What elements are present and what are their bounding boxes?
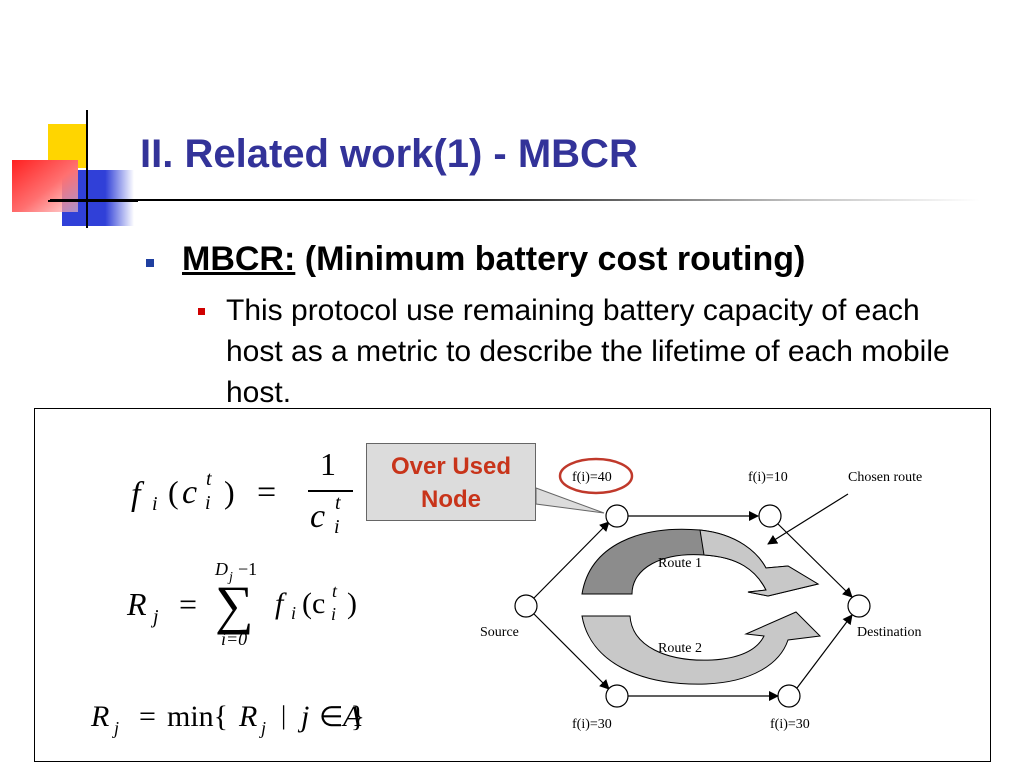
- formula-sum-term-open: (c: [302, 587, 325, 620]
- node-bottom-right: [777, 684, 801, 708]
- formula-paren-open: (: [168, 474, 179, 510]
- title-underline: [50, 199, 980, 201]
- formula-sum-symbol: ∑: [215, 575, 254, 635]
- edge-top-right-destination: [777, 523, 853, 598]
- red-square-icon: [198, 308, 205, 315]
- formula-paren-close: ): [224, 474, 235, 510]
- formula-min-A: A: [341, 700, 362, 733]
- formula-sum-upper: D: [214, 559, 228, 579]
- node-bottom-left: [605, 684, 629, 708]
- route2-arrow-shape: [581, 611, 822, 685]
- bullet-protocol-description: This protocol use remaining battery capa…: [226, 294, 950, 409]
- label-top-right-cost: f(i)=10: [748, 470, 788, 485]
- formula-min-R-sub: j: [112, 718, 119, 738]
- formula-min-min: min{: [167, 700, 228, 733]
- red-square-decoration: [12, 160, 78, 212]
- formula-route-R-sub: j: [150, 606, 159, 628]
- formula-route-cost: R j = D j −1 ∑ i=0 f i (c t i ): [126, 559, 357, 649]
- bullet-mbcr: MBCR: (Minimum battery cost routing): [182, 240, 805, 279]
- edge-source-top-left: [533, 521, 610, 599]
- formula-sum-term-f: f: [275, 587, 287, 620]
- formula-min-inner-R-sub: j: [259, 718, 266, 738]
- node-source: [514, 594, 538, 618]
- formula-f: f: [131, 476, 145, 513]
- formula-denominator-sup: t: [335, 492, 341, 514]
- label-route1: Route 1: [658, 556, 702, 571]
- formula-min-equals: =: [139, 700, 156, 733]
- formula-equals: =: [257, 474, 276, 511]
- edge-source-bottom-left: [533, 613, 610, 690]
- node-destination: [847, 594, 871, 618]
- over-used-callout-line1: Over Used: [390, 453, 512, 480]
- formula-sum-upper-rest: −1: [238, 559, 257, 579]
- formula-sum-term-sub: i: [291, 603, 296, 623]
- formula-denominator-c: c: [310, 498, 325, 535]
- vertical-rule-decoration: [86, 110, 88, 228]
- page-title: II. Related work(1) - MBCR: [140, 132, 638, 176]
- chosen-route-pointer: [767, 493, 849, 545]
- routing-diagram: f(i)=40 f(i)=10 Chosen route Source Dest…: [480, 457, 922, 732]
- formula-c: c: [182, 474, 197, 511]
- label-chosen-route: Chosen route: [848, 470, 922, 485]
- node-top-right: [758, 504, 782, 528]
- formula-route-selection: R j = min{ R j | j ∈ A }: [90, 700, 365, 738]
- formula-panel: f i ( c t i ) = 1 c t i R j = D j −1 ∑ i…: [90, 446, 365, 738]
- formula-min-j: j: [297, 700, 309, 733]
- bullet-mbcr-definition: (Minimum battery cost routing): [295, 240, 806, 278]
- formula-min-close: }: [351, 700, 365, 733]
- edge-bottom-right-destination: [796, 614, 853, 689]
- formula-min-inner-R: R: [238, 700, 257, 733]
- node-top-left: [605, 504, 629, 528]
- formula-sum-term-ci: i: [331, 604, 336, 624]
- label-bottom-right-cost: f(i)=30: [770, 717, 810, 732]
- formula-route-R: R: [126, 586, 147, 622]
- formula-min-bar: |: [281, 701, 286, 730]
- label-source: Source: [480, 625, 519, 640]
- callout-pointer: [535, 487, 605, 514]
- formula-sum-lower: i=0: [221, 629, 247, 649]
- blue-square-icon: [146, 259, 154, 267]
- formula-c-sup: t: [206, 468, 212, 490]
- formula-cost-function: f i ( c t i ) = 1 c t i: [131, 446, 353, 538]
- over-used-callout-text: Over Used Node: [366, 450, 536, 516]
- formula-min-R: R: [90, 700, 109, 733]
- horizontal-rule-decoration-short: [48, 200, 138, 202]
- formula-route-equals: =: [179, 586, 197, 622]
- over-used-callout-box: [366, 443, 536, 521]
- formula-sum-term-close: ): [347, 587, 357, 620]
- formula-c-sub: i: [205, 492, 211, 514]
- formula-numerator: 1: [320, 446, 336, 482]
- over-used-highlight-oval: [558, 457, 634, 495]
- label-route2: Route 2: [658, 641, 702, 656]
- bullet-mbcr-term: MBCR:: [182, 240, 296, 278]
- route1-arrow-light: [699, 529, 820, 597]
- formula-sum-term-sup: t: [332, 581, 338, 601]
- formula-f-sub: i: [152, 493, 158, 515]
- formula-sum-upper-sub: j: [227, 570, 233, 585]
- formula-denominator-sub: i: [334, 516, 340, 538]
- label-bottom-left-cost: f(i)=30: [572, 717, 612, 732]
- over-used-callout-line2: Node: [421, 486, 481, 513]
- label-top-left-cost: f(i)=40: [572, 470, 612, 485]
- label-destination: Destination: [857, 625, 922, 640]
- formula-min-in: ∈: [319, 702, 343, 733]
